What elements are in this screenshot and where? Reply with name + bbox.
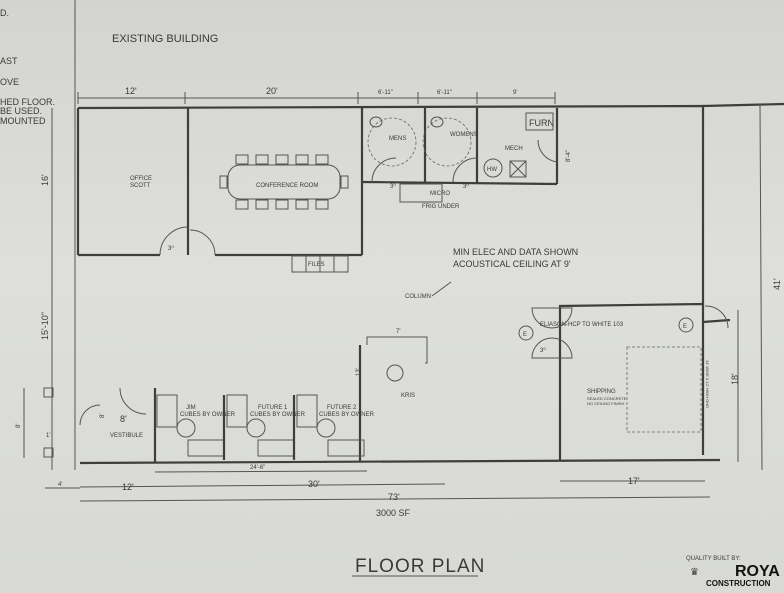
overhead-door-area — [626, 346, 702, 433]
dim-label: 30' — [308, 479, 320, 489]
shipping-note: SEALED CONCRETE — [587, 396, 627, 401]
builder-logo: ROYA — [735, 563, 780, 580]
toilet-icon — [430, 116, 444, 128]
margin-note: OVE — [0, 77, 19, 87]
dim-label: 15'-10" — [40, 312, 50, 340]
builder-tagline: QUALITY BUILT BY: — [686, 556, 741, 562]
door-note: ELIASON-HCP TO WHITE 103 — [540, 322, 624, 328]
cubes-note: CUBES BY OWNER — [319, 412, 375, 418]
column-label: COLUMN — [405, 294, 431, 300]
conference-table — [227, 164, 341, 200]
margin-note: HED FLOOR. — [0, 97, 55, 107]
room-label-conference: CONFERENCE ROOM — [256, 183, 318, 189]
dim-label: 4' — [58, 482, 62, 488]
furnace — [525, 112, 554, 131]
note: ACOUSTICAL CEILING AT 9' — [453, 259, 571, 269]
door-size-label: 3⁰ — [390, 183, 396, 190]
room-label-office: OFFICE — [130, 176, 152, 182]
cube-label: FUTURE 2 — [327, 405, 357, 411]
dim-label: 16' — [40, 174, 50, 186]
margin-note: MOUNTED — [0, 116, 46, 126]
dim-label: 41' — [772, 278, 782, 290]
dim-label: 73' — [388, 492, 400, 502]
toilet-icon — [369, 116, 383, 128]
dim-line — [79, 483, 446, 488]
crown-icon: ♛ — [690, 567, 699, 578]
elec-label: E — [523, 332, 527, 338]
room-label-shipping: SHIPPING — [587, 389, 616, 395]
conference-chairs — [219, 154, 349, 210]
drawing-title: FLOOR PLAN — [355, 556, 485, 577]
water-heater — [483, 158, 503, 178]
door-size-label: 3⁰ — [463, 183, 469, 190]
files-label: FILES — [308, 262, 325, 268]
dim-label: 1' — [46, 433, 50, 439]
cube-label: JIM — [186, 405, 196, 411]
margin-note: AST — [0, 56, 18, 66]
builder-logo-sub: CONSTRUCTION — [706, 579, 771, 588]
top-dimensions: 12' 20' 6'-11" 6'-11" 9' — [77, 86, 556, 104]
door-size-label: 3⁰ — [540, 347, 546, 354]
area-label: 3000 SF — [376, 508, 411, 518]
elec-label: E — [683, 324, 687, 330]
dim-label: 24'-6" — [250, 465, 265, 471]
dim-label: 7' — [396, 329, 400, 335]
existing-building-label: EXISTING BUILDING — [112, 33, 218, 45]
dim-label: 12' — [122, 482, 134, 492]
room-label-mens: MENS — [389, 136, 406, 142]
dim-line — [154, 470, 368, 473]
cubes-note: CUBES BY OWNER — [250, 412, 306, 418]
room-label-kris: KRIS — [401, 393, 415, 399]
turning-radius — [367, 117, 417, 167]
dim-label: 9' — [513, 90, 517, 96]
mech-unit — [509, 160, 527, 178]
file-cabinets — [291, 255, 349, 273]
cubicles — [156, 394, 365, 460]
furn-label: FURN — [529, 118, 554, 128]
dim-label: 6'-11" — [437, 90, 452, 96]
room-label-mech: MECH — [505, 146, 523, 152]
micro-label: MICRO — [430, 191, 450, 197]
margin-note: D. — [0, 8, 9, 18]
turning-radius — [422, 117, 472, 167]
bollard — [43, 447, 54, 458]
dim-label: 8' — [120, 414, 127, 424]
dim-label: 18' — [730, 373, 740, 385]
door-swings: 3⁰ 3⁰ 3⁰ 3⁰ — [79, 139, 729, 426]
kris-desk — [366, 336, 428, 364]
kitchenette — [399, 183, 443, 203]
dim-label: 8'-4" — [566, 150, 572, 162]
shipping-note: NO CEILING FINISH — [587, 401, 624, 406]
walls — [76, 102, 784, 471]
door-size-label: 3⁰ — [168, 245, 174, 252]
room-label-vestibule: VESTIBULE — [110, 433, 143, 439]
column-leader — [431, 281, 452, 297]
dim-label: 8' — [100, 414, 106, 418]
note: MIN ELEC AND DATA SHOWN — [453, 247, 578, 257]
hw-label: HW — [487, 167, 497, 173]
room-label-womens: WOMENS — [450, 132, 478, 138]
mech-unit-cross — [509, 160, 527, 178]
cubes-note: CUBES BY OWNER — [180, 412, 236, 418]
dim-label: 6'-11" — [378, 90, 393, 96]
dim-label: 8' — [16, 424, 22, 428]
frig-label: FRIG UNDER — [422, 204, 460, 210]
bollard — [43, 387, 54, 398]
margin-note: BE USED. — [0, 106, 42, 116]
chair-icon — [386, 364, 404, 382]
dim-label: 12' — [125, 86, 137, 96]
dim-label: 13' — [356, 368, 362, 376]
dim-label: 17' — [628, 476, 640, 486]
dim-label: 20' — [266, 86, 278, 96]
cube-label: FUTURE 1 — [258, 405, 288, 411]
ohd-note: 14' WIDE X 12' HIGH OHD — [705, 360, 710, 408]
dim-line — [79, 496, 711, 502]
electrical-panel-icon: E E — [518, 317, 694, 341]
room-occupant: SCOTT — [130, 183, 151, 189]
left-margin-notes: D. AST OVE HED FLOOR. BE USED. MOUNTED — [0, 8, 55, 126]
